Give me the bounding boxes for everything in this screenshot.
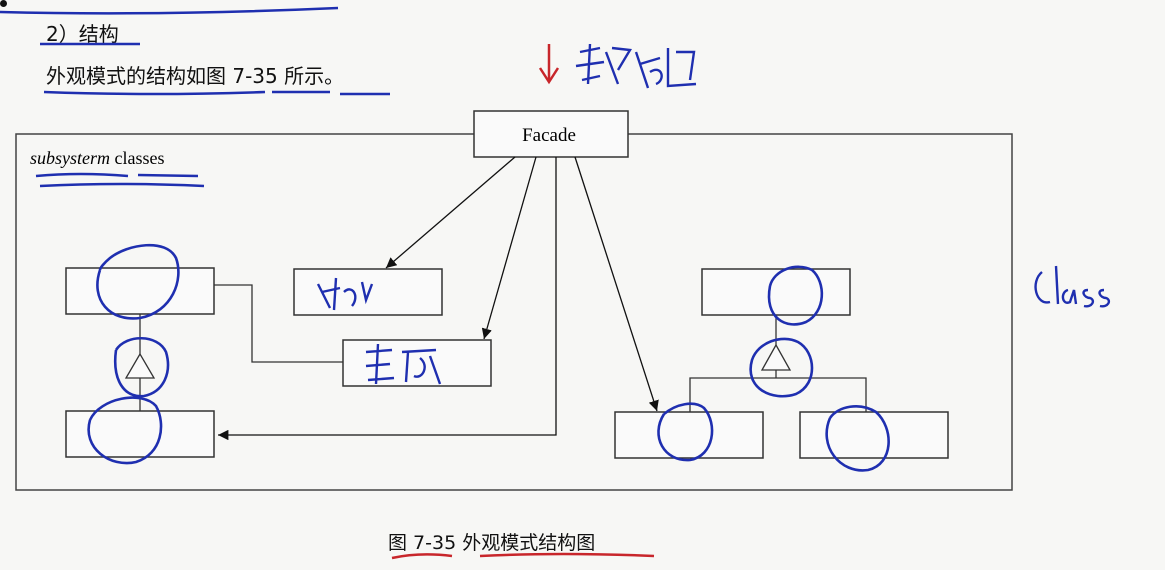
handwritten-top-line [0, 6, 339, 15]
bullet-dot [0, 0, 7, 7]
caption-underline-red-2 [479, 552, 655, 558]
facade-arrow-3 [218, 157, 557, 441]
subsystem-underline-2 [137, 173, 199, 178]
class-box-right-bottom-left [614, 411, 764, 459]
association-line [214, 284, 343, 363]
section-heading: 2）结构 [46, 22, 119, 46]
facade-arrow-1 [385, 156, 516, 269]
handwritten-notes-top [575, 43, 697, 89]
facade-label: Facade [522, 125, 576, 146]
handwritten-red-arrow [538, 44, 560, 85]
figure-caption: 图 7-35 外观模式结构图 [388, 532, 596, 554]
subsystem-classes-label: subsysterm classes [30, 148, 164, 168]
class-box-left-top [65, 267, 215, 315]
facade-arrow-4 [574, 156, 659, 412]
handwritten-circles [87, 243, 890, 472]
facade-arrow-2 [481, 156, 537, 340]
class-box-right-bottom-right [799, 411, 949, 459]
section-intro-text: 外观模式的结构如图 7-35 所示。 [46, 64, 345, 88]
facade-box [473, 110, 629, 158]
caption-underline-red-1 [391, 553, 453, 560]
subsystem-underline-1 [35, 172, 129, 178]
handwritten-notes-blue [316, 265, 1111, 385]
inheritance-triangle-right [760, 343, 792, 371]
class-box-middle-bottom [342, 339, 492, 387]
subsystem-underline-3 [39, 182, 205, 188]
intro-underline-1 [43, 90, 266, 96]
inheritance-triangle-left [124, 352, 156, 379]
